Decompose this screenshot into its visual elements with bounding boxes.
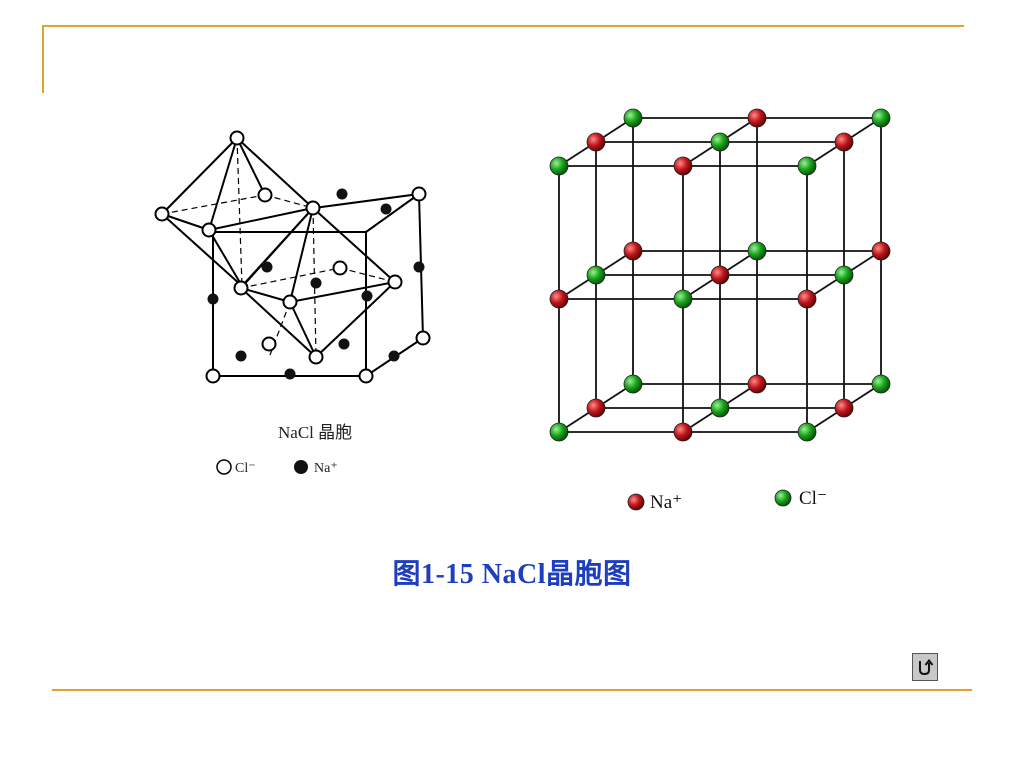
cl-ion-sphere — [871, 374, 891, 394]
left-legend-na-label: Na⁺ — [314, 461, 338, 476]
na-ion-sphere — [797, 289, 817, 309]
cl-ion-sphere — [623, 108, 643, 128]
cl-ion-sphere — [586, 265, 606, 285]
cl-ion-sphere — [549, 156, 569, 176]
na-ion-sphere — [549, 289, 569, 309]
cl-open-circle-symbol — [216, 459, 232, 475]
na-ion-sphere — [586, 132, 606, 152]
u-turn-return-icon — [919, 658, 934, 676]
cl-ion-sphere — [710, 398, 730, 418]
cl-ion-sphere — [834, 265, 854, 285]
na-ion-sphere — [871, 241, 891, 261]
cl-ion-sphere — [797, 422, 817, 442]
na-ion-sphere — [747, 374, 767, 394]
right-legend-na-label: Na⁺ — [650, 492, 682, 513]
return-button[interactable] — [912, 653, 938, 681]
nacl-lattice-diagram: Na⁺ Cl⁻ — [530, 100, 922, 536]
octahedra-svg: NaCl 晶胞 Cl⁻ Na⁺ — [154, 130, 431, 476]
figure-caption: 图1-15 NaCl晶胞图 — [392, 559, 632, 590]
cl-ion-sphere — [549, 422, 569, 442]
lattice-svg: Na⁺ Cl⁻ — [549, 108, 891, 513]
na-ion-sphere — [834, 398, 854, 418]
cl-ion-sphere — [673, 289, 693, 309]
right-legend-cl-label: Cl⁻ — [799, 488, 827, 509]
na-ion-sphere — [834, 132, 854, 152]
cl-green-sphere-symbol — [774, 489, 792, 507]
left-figure-title: NaCl 晶胞 — [278, 423, 352, 442]
bottom-border-line — [52, 689, 972, 691]
top-border-line — [42, 25, 964, 27]
na-ion-sphere — [747, 108, 767, 128]
cl-ion-sphere — [871, 108, 891, 128]
na-red-sphere-symbol — [627, 493, 645, 511]
na-ion-sphere — [586, 398, 606, 418]
na-ion-sphere — [673, 156, 693, 176]
cl-ion-sphere — [747, 241, 767, 261]
cl-ion-sphere — [710, 132, 730, 152]
na-filled-circle-symbol — [294, 460, 308, 474]
nacl-octahedra-diagram: NaCl 晶胞 Cl⁻ Na⁺ — [140, 110, 460, 490]
left-border-line — [42, 25, 44, 93]
cl-ion-sphere — [623, 374, 643, 394]
na-ion-sphere — [710, 265, 730, 285]
na-ion-sphere — [673, 422, 693, 442]
left-legend-cl-label: Cl⁻ — [235, 461, 256, 476]
cl-ion-sphere — [797, 156, 817, 176]
na-ion-sphere — [623, 241, 643, 261]
